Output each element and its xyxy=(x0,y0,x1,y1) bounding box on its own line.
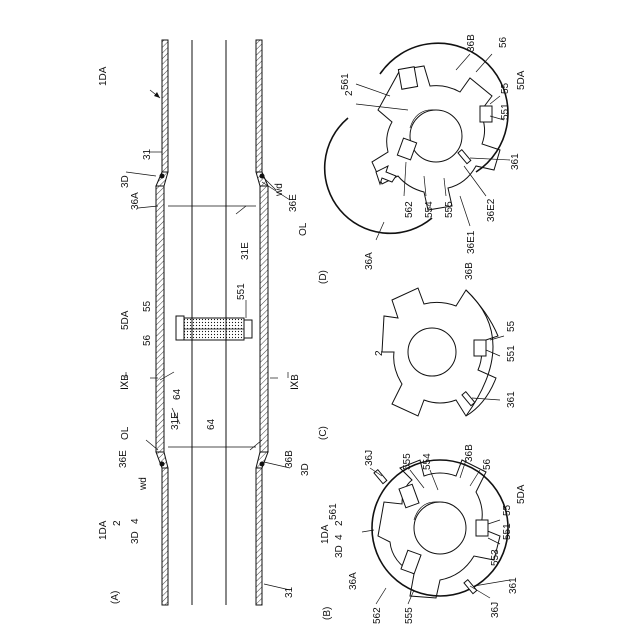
label-555-b1: 555 xyxy=(402,453,413,470)
label-561-d: 561 xyxy=(340,73,351,90)
label-36A-d: 36A xyxy=(364,252,375,270)
label-31E-a1: 31E xyxy=(240,242,251,260)
label-553-b: 553 xyxy=(490,549,501,566)
label-2-a: 2 xyxy=(112,520,123,526)
label-56-a: 56 xyxy=(142,334,153,346)
label-31E-a2: 31E xyxy=(170,412,181,430)
insertion-arrow xyxy=(376,166,396,184)
fig-d-label: (D) xyxy=(318,270,329,284)
figure-d: (D) 2 561 36B 56 55 5DA 551 361 562 554 … xyxy=(318,34,527,284)
label-ixb-bottom: ⅨB xyxy=(290,374,301,390)
label-36E-a1: 36E xyxy=(288,194,299,212)
label-OL-a1: OL xyxy=(298,222,309,236)
label-31-a2: 31 xyxy=(284,586,295,598)
label-551-b: 551 xyxy=(502,523,513,540)
label-361-c: 361 xyxy=(506,391,517,408)
label-562-b: 562 xyxy=(372,607,383,624)
fitting-55-56 xyxy=(176,316,252,340)
label-551-a: 551 xyxy=(236,283,247,300)
fig-b-label: (B) xyxy=(322,607,333,620)
label-64-a2: 64 xyxy=(206,418,217,430)
figure-a: (A) 1DA 31 3D 36A wd 36E OL 31E 5DA 55 5… xyxy=(98,40,311,605)
label-36B-c: 36B xyxy=(464,262,475,280)
label-31-a1: 31 xyxy=(142,148,153,160)
label-36B-d: 36B xyxy=(466,34,477,52)
label-36J-b2: 36J xyxy=(490,602,501,618)
label-56-d: 56 xyxy=(498,36,509,48)
label-55-b: 55 xyxy=(502,504,513,516)
label-36E-a2: 36E xyxy=(118,450,129,468)
label-551-d: 551 xyxy=(500,103,511,120)
fig-c-label: (C) xyxy=(318,426,329,440)
tube-31-left xyxy=(162,40,262,172)
label-55-a: 55 xyxy=(142,300,153,312)
label-55-c: 55 xyxy=(506,320,517,332)
label-36B-b: 36B xyxy=(464,444,475,462)
label-5DA-a: 5DA xyxy=(120,310,131,330)
label-36B-a: 36B xyxy=(284,450,295,468)
label-36E1-d: 36E1 xyxy=(466,230,477,254)
tube-31-right xyxy=(162,468,262,605)
label-wd-a1: wd xyxy=(274,183,285,197)
label-554-d: 554 xyxy=(424,201,435,218)
label-4-b: 4 xyxy=(334,534,345,540)
figure-c: (C) 2 36B 55 551 361 xyxy=(318,262,517,440)
label-1DA-a2: 1DA xyxy=(98,520,109,540)
label-36E2-d: 36E2 xyxy=(486,198,497,222)
label-551-c: 551 xyxy=(506,345,517,362)
label-361-b: 361 xyxy=(508,577,519,594)
fig-a-label: (A) xyxy=(110,591,121,604)
label-36J-b1: 36J xyxy=(364,450,375,466)
label-3D-a1: 3D xyxy=(120,175,131,188)
label-555-b2: 555 xyxy=(404,607,415,624)
label-55-d: 55 xyxy=(500,82,511,94)
label-64-a1: 64 xyxy=(172,388,183,400)
label-5DA-d: 5DA xyxy=(516,70,527,90)
label-56-b: 56 xyxy=(482,458,493,470)
label-3D-a3: 3D xyxy=(130,531,141,544)
label-1DA-b: 1DA xyxy=(320,524,331,544)
label-36A-a: 36A xyxy=(130,192,141,210)
label-361-d: 361 xyxy=(510,153,521,170)
figure-b: (B) 1DA 3D 4 2 561 36J 555 554 36B 56 55… xyxy=(320,444,527,624)
label-36A-b: 36A xyxy=(348,572,359,590)
label-5DA-b: 5DA xyxy=(516,484,527,504)
label-3D-b: 3D xyxy=(334,545,345,558)
label-ixb-top: ⅨB xyxy=(120,374,131,390)
label-2-c: 2 xyxy=(374,350,385,356)
label-561-b: 561 xyxy=(328,503,339,520)
label-wd-a2: wd xyxy=(138,477,149,491)
label-OL-a2: OL xyxy=(120,426,131,440)
label-4-a: 4 xyxy=(130,518,141,524)
label-554-b: 554 xyxy=(422,453,433,470)
label-562-d: 562 xyxy=(404,201,415,218)
label-3D-a2: 3D xyxy=(300,463,311,476)
label-555-d: 555 xyxy=(444,201,455,218)
label-1DA-a: 1DA xyxy=(98,66,109,86)
